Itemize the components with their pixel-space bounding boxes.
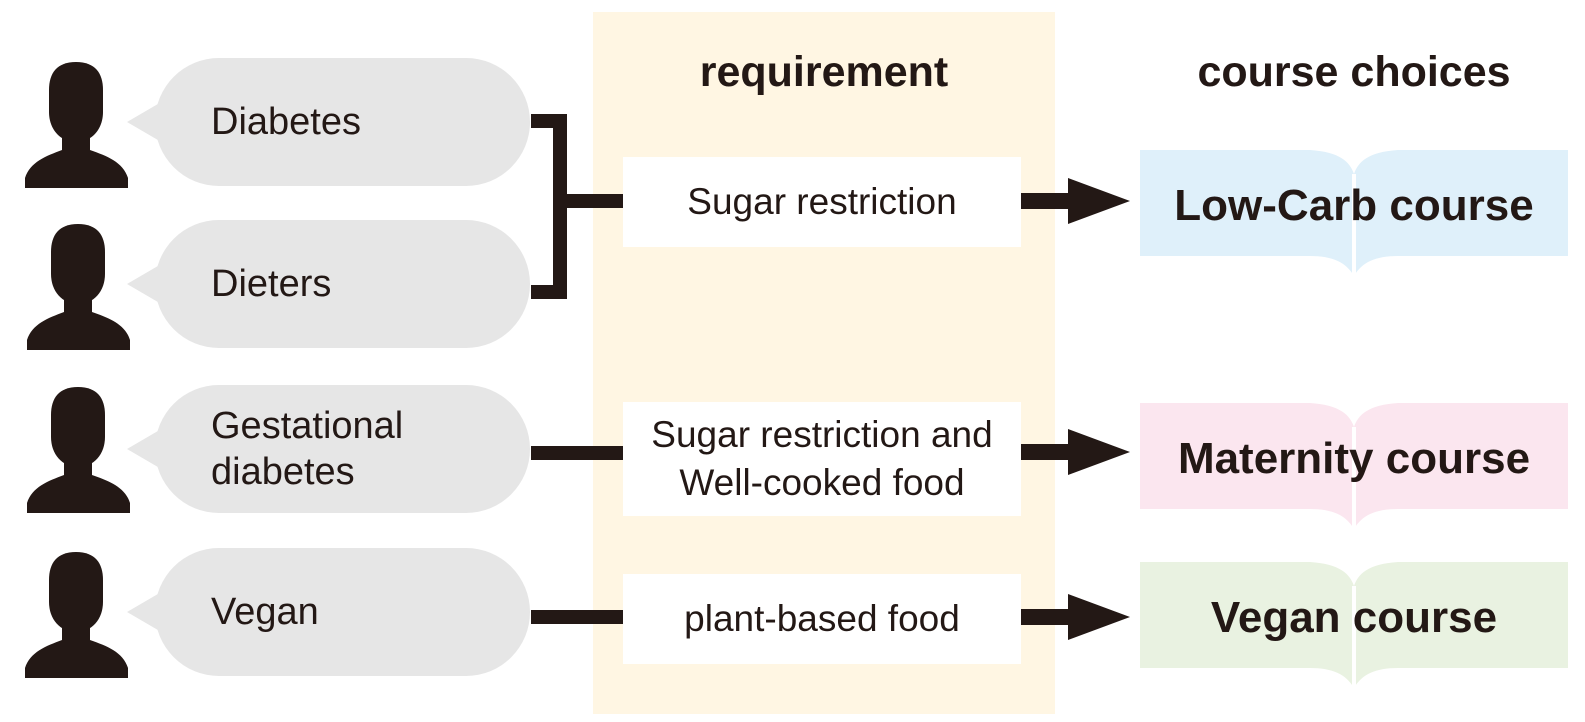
course-card-vegan: Vegan course: [1140, 562, 1568, 690]
condition-bubble-gestational-diabetes: Gestational diabetes: [127, 385, 530, 513]
condition-label: Diabetes: [211, 101, 361, 143]
requirement-label: Sugar restriction and Well-cooked food: [651, 414, 993, 503]
bracket-bottom-arm: [531, 285, 567, 299]
requirement-label: Sugar restriction: [687, 181, 957, 222]
person-silhouette-icon: [27, 387, 130, 513]
requirement-header: requirement: [699, 48, 949, 96]
gestational-to-requirement-line: [531, 446, 623, 460]
course-card-maternity: Maternity course: [1140, 403, 1568, 531]
course-card-low-carb: Low-Carb course: [1140, 150, 1568, 278]
course-label: Low-Carb course: [1174, 181, 1534, 230]
arrow-to-vegan: [1021, 594, 1130, 640]
bracket-to-requirement-line: [553, 194, 623, 208]
course-label: Maternity course: [1177, 434, 1531, 483]
arrow-to-low-carb: [1021, 178, 1130, 224]
requirement-box-sugar-restriction: Sugar restriction: [623, 157, 1021, 247]
condition-bubble-dieters: Dieters: [127, 220, 530, 348]
course-label: Vegan course: [1210, 593, 1498, 642]
open-book-icon: [1140, 562, 1568, 688]
open-book-icon: [1140, 403, 1568, 529]
person-silhouette-icon: [25, 552, 128, 678]
requirement-box-sugar-and-well-cooked: Sugar restriction and Well-cooked food: [623, 402, 1021, 516]
arrow-to-maternity: [1021, 429, 1130, 475]
requirement-box-plant-based: plant-based food: [623, 574, 1021, 664]
condition-label: Vegan: [211, 591, 319, 633]
course-choices-header: course choices: [1197, 48, 1511, 96]
condition-bubble-diabetes: Diabetes: [127, 58, 530, 186]
person-silhouette-icon: [27, 224, 130, 350]
open-book-icon: [1140, 150, 1568, 276]
condition-bubble-vegan: Vegan: [127, 548, 530, 676]
condition-label: Gestational diabetes: [211, 405, 404, 493]
requirement-label: plant-based food: [684, 598, 960, 639]
person-silhouette-icon: [25, 62, 128, 188]
vegan-to-requirement-line: [531, 610, 623, 624]
condition-label: Dieters: [211, 263, 332, 305]
